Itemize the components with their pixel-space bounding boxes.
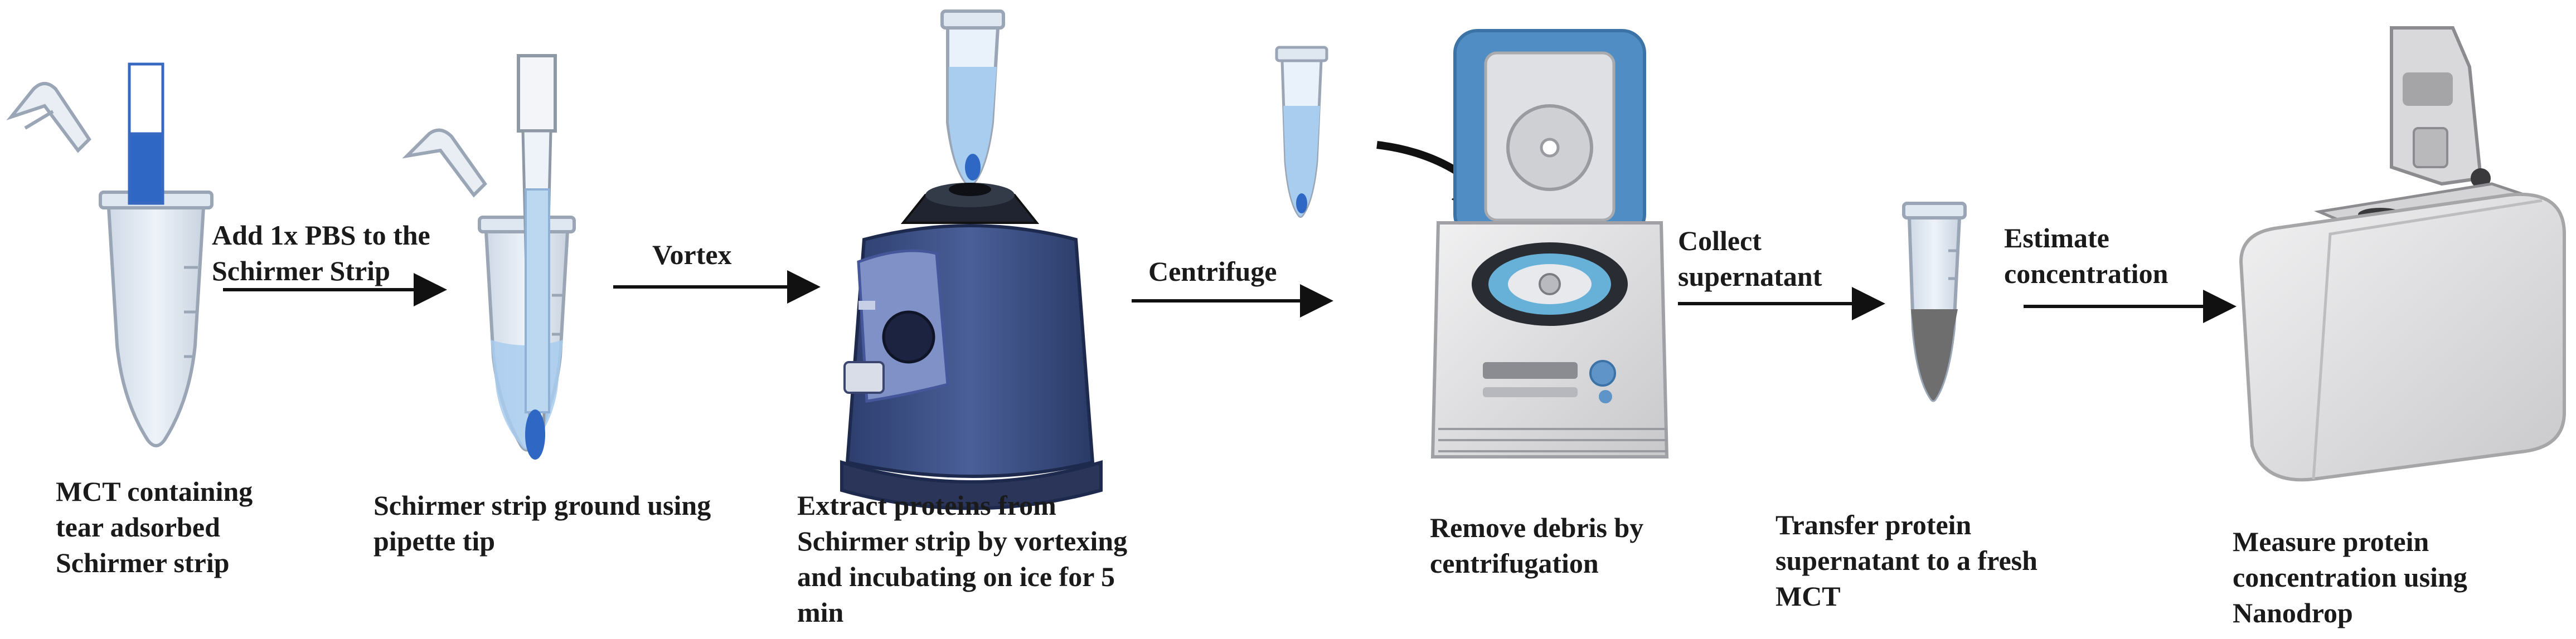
caption-step2: Schirmer strip ground using pipette tip	[373, 487, 711, 559]
caption-step3: Extract proteins from Schirmer strip by …	[797, 487, 1127, 630]
caption-line: Transfer protein	[1775, 509, 1972, 540]
arrow-label-line: Centrifuge	[1148, 256, 1277, 287]
caption-line: Schirmer strip ground using	[373, 490, 711, 521]
caption-line: Extract proteins from	[797, 490, 1056, 521]
nanodrop-instrument-icon	[2239, 26, 2566, 482]
caption-line: and incubating on ice for 5	[797, 561, 1115, 592]
arrow-label-vortex: Vortex	[652, 237, 732, 272]
arrow-label-line: supernatant	[1678, 261, 1822, 292]
arrow-label-estimate: Estimate concentration	[2004, 220, 2168, 291]
caption-line: Measure protein	[2233, 526, 2429, 557]
caption-step5: Transfer protein supernatant to a fresh …	[1775, 507, 2037, 614]
caption-line: MCT containing	[56, 476, 253, 507]
mct-tube-with-pipette-icon	[402, 54, 576, 460]
arrow-label-line: Schirmer Strip	[212, 255, 390, 286]
caption-step1: MCT containing tear adsorbed Schirmer st…	[56, 474, 253, 581]
arrow-label-line: Add 1x PBS to the	[212, 219, 430, 251]
arrow-label-line: Collect	[1678, 225, 1762, 256]
arrow-label-collect: Collect supernatant	[1678, 223, 1822, 294]
arrow-label-line: Estimate	[2004, 222, 2109, 253]
arrow-label-centrifuge: Centrifuge	[1148, 253, 1277, 289]
caption-line: Schirmer strip by vortexing	[797, 525, 1128, 557]
caption-line: Remove debris by	[1430, 512, 1644, 543]
caption-line: MCT	[1775, 581, 1841, 612]
mct-tube-with-strip-icon	[6, 62, 214, 447]
caption-line: Nanodrop	[2233, 597, 2353, 628]
vortex-mixer-icon	[840, 9, 1103, 510]
caption-line: centrifugation	[1430, 548, 1599, 579]
caption-step6: Measure protein concentration using Nano…	[2233, 524, 2467, 631]
caption-line: pipette tip	[373, 525, 496, 557]
caption-line: tear adsorbed	[56, 511, 220, 543]
caption-step4: Remove debris by centrifugation	[1430, 510, 1643, 581]
caption-line: supernatant to a fresh	[1775, 545, 2037, 576]
fresh-mct-tube-icon	[1902, 202, 1967, 402]
arrow-label-line: concentration	[2004, 258, 2169, 289]
centrifuge-icon	[1275, 29, 1669, 458]
arrow-label-add-pbs: Add 1x PBS to the Schirmer Strip	[212, 217, 430, 289]
caption-line: Schirmer strip	[56, 547, 230, 578]
caption-line: min	[797, 597, 844, 628]
caption-line: concentration using	[2233, 562, 2467, 593]
arrow-label-line: Vortex	[652, 239, 732, 270]
